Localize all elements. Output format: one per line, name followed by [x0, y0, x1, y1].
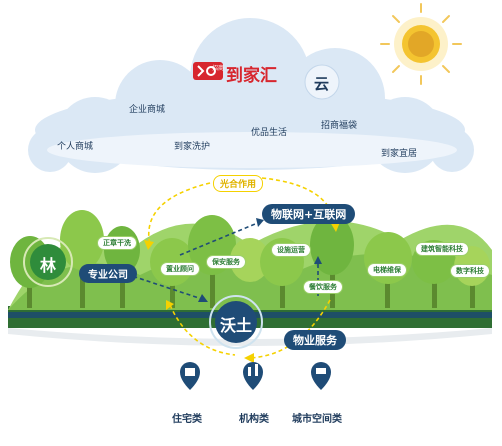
sun-icon: [380, 3, 462, 85]
trees: [10, 210, 490, 308]
service-catering: 餐饮服务: [303, 280, 343, 294]
cloud-item-laundry: 到家洗护: [174, 142, 211, 152]
professional-company-label: 专业公司: [79, 264, 137, 283]
bottom-label-urban-space: 城市空间类: [292, 414, 342, 425]
bottom-label-residential: 住宅类: [172, 414, 202, 425]
cloud-badge: [304, 64, 340, 100]
urban-space-pin-icon: [311, 362, 331, 390]
bottom-label-institution: 机构类: [239, 414, 269, 425]
service-property-consultant: 置业顾问: [160, 262, 200, 276]
iot-internet-label: 物联网+互联网: [262, 204, 356, 224]
photosynthesis-label: 光合作用: [213, 175, 264, 192]
soil-node: [209, 295, 263, 349]
institution-pin-icon: [243, 362, 263, 390]
property-service-label: 物业服务: [284, 330, 346, 350]
service-dry-cleaning: 正章干洗: [97, 236, 137, 250]
cloud-item-enterprise-mall: 企业商城: [129, 105, 166, 115]
cloud-item-home-living: 到家宜居: [381, 149, 418, 159]
service-security: 保安服务: [206, 255, 246, 269]
ground-shadow: [8, 328, 492, 346]
residential-pin-icon: [180, 362, 200, 390]
cloud-title: 云: [314, 75, 330, 93]
brand-name: 到家汇: [226, 66, 277, 86]
service-digital-tech: 数字科技: [450, 264, 490, 278]
forest-title: 林: [40, 256, 57, 275]
forest-node: [23, 237, 73, 287]
service-facility-ops: 设施运营: [271, 243, 311, 257]
soil-title: 沃土: [220, 316, 253, 335]
cycle-arrow-icons: [144, 218, 340, 363]
cloud-item-personal-mall: 个人商城: [57, 142, 94, 152]
service-smart-building: 建筑智能科技: [415, 242, 469, 256]
cloud-item-quality-life: 优品生活: [251, 128, 288, 138]
service-elevator: 电梯维保: [367, 263, 407, 277]
brand-logo-sub: 招商: [212, 65, 225, 72]
cloud-highlight: [47, 132, 457, 168]
brand-logo-icon: [193, 62, 223, 80]
cloud-item-gift-bag: 招商福袋: [321, 121, 358, 131]
